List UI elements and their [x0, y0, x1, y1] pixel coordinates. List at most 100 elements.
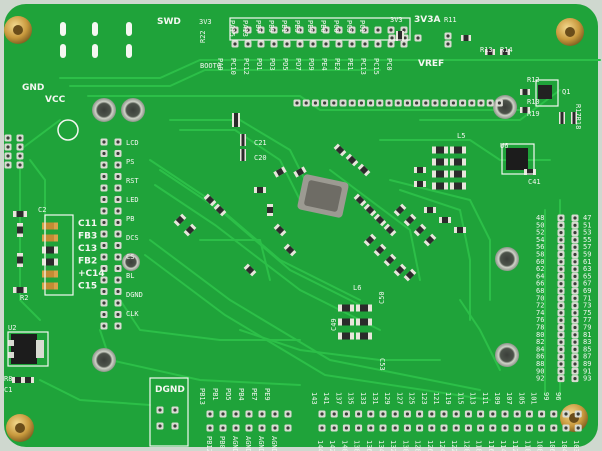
header-pad-hole [116, 163, 120, 167]
smd-part-body [359, 165, 369, 175]
header-pad-hole [116, 220, 120, 225]
header-pad-hole [286, 426, 290, 430]
header-pad-hole [540, 412, 544, 416]
pin-label-top-lower: PC13 [359, 58, 367, 75]
silk-outlines [7, 17, 559, 447]
pin-label-right-right: 61 [583, 258, 591, 266]
pin-label-right-right: 83 [583, 338, 591, 346]
smd-part-body [375, 215, 385, 225]
header-pad-hole [221, 412, 225, 416]
smd-components [12, 31, 577, 383]
label-gnd: GND [22, 83, 44, 93]
pin-label-bl2: PB12 [205, 436, 213, 451]
smd-part-body [454, 158, 462, 166]
smd-part [283, 243, 297, 257]
smd-part [450, 170, 466, 178]
label-swd: SWD [157, 17, 181, 27]
header-pad-hole [491, 426, 495, 430]
pin-label-bottom-bottom: 112 [511, 440, 519, 451]
pin-label-right-right: 75 [583, 309, 591, 317]
label-r8: R8 [4, 375, 12, 383]
dgnd-box [149, 377, 189, 447]
bottom-pin-header [156, 406, 582, 432]
header-pad-hole [341, 101, 345, 105]
smd-part-body [342, 304, 350, 312]
label-q1: Q1 [562, 88, 570, 96]
header-pad-hole [246, 42, 250, 46]
pin-label-bottom-top: 119 [444, 392, 452, 405]
header-pad-hole [446, 34, 450, 38]
label-vref: VREF [418, 59, 444, 69]
header-pad-hole [324, 28, 328, 32]
pin-label-top: PC3 [345, 20, 353, 33]
header-pad-hole [350, 28, 354, 32]
header-pad-hole [363, 42, 367, 46]
header-pad-hole [527, 412, 532, 416]
smd-part [414, 181, 426, 187]
plated-hole [493, 95, 517, 119]
header-pad-hole [102, 151, 106, 156]
smd-part-body [46, 222, 54, 230]
header-pad-hole [405, 412, 409, 416]
smd-part [356, 304, 372, 312]
header-pad-hole [332, 412, 336, 416]
label-u2: U2 [8, 324, 16, 332]
header-pad-hole [304, 101, 308, 105]
header-pad-hole [285, 42, 289, 46]
header-pad-hole [488, 101, 492, 105]
pin-label-right-left: 76 [536, 316, 544, 324]
smd-part-body [175, 215, 185, 225]
ic-u2-tab [36, 340, 44, 358]
pin-label-bottom-top: 141 [322, 392, 330, 405]
header-pad-hole [102, 186, 106, 190]
header-pad-hole [576, 412, 580, 416]
header-pad-hole [116, 197, 120, 202]
pin-label-right-right: 85 [583, 345, 591, 353]
pin-label-bottom-bottom: 118 [475, 440, 483, 451]
header-pad-hole [573, 304, 577, 308]
header-pad-hole [559, 347, 563, 351]
header-pad-hole [573, 296, 577, 300]
pin-label-right-right: 63 [583, 265, 591, 273]
smd-part-body [16, 287, 24, 293]
smd-part-body [335, 145, 345, 155]
header-pad-hole [102, 301, 106, 305]
header-pad-hole [378, 101, 382, 105]
header-pad-hole [233, 42, 237, 46]
header-pad-hole [272, 42, 276, 46]
ic-u2 [11, 334, 37, 364]
header-pad-hole [559, 340, 563, 344]
smd-part [13, 287, 27, 293]
header-pad-hole [247, 426, 251, 430]
smd-part-body [257, 187, 263, 193]
smd-part [414, 167, 426, 173]
left-cap-label: FB3 [78, 232, 97, 242]
pin-label-top-lower: PD3 [268, 58, 276, 71]
smd-part [12, 377, 24, 383]
label-c20: C20 [254, 154, 267, 162]
smd-part [432, 146, 448, 154]
smd-part-body [295, 167, 305, 177]
smd-part [485, 49, 495, 55]
header-pad-hole [337, 28, 341, 32]
pin-label-bottom-top: 113 [469, 392, 477, 405]
pin-label-bl: PB13 [198, 388, 206, 405]
silk-ring [57, 119, 79, 141]
center-header-label: LED [126, 196, 139, 204]
pin-label-bottom-top: 129 [383, 392, 391, 405]
header-pad-hole [415, 101, 419, 105]
smd-part [524, 169, 536, 175]
smd-part [520, 107, 530, 113]
header-pad-hole [573, 311, 577, 315]
transistor-q1 [538, 85, 552, 99]
header-pad-hole [102, 174, 106, 179]
header-pad-hole [559, 362, 563, 366]
pin-label-right-right: 69 [583, 287, 591, 295]
smd-part-body [442, 217, 448, 223]
smd-part [17, 253, 23, 267]
header-pad-hole [559, 223, 563, 227]
label-r17r18: R17R18 [574, 104, 582, 129]
pin-label-right-right: 93 [583, 375, 591, 383]
smd-part [363, 233, 377, 247]
header-pad-hole [350, 42, 354, 46]
